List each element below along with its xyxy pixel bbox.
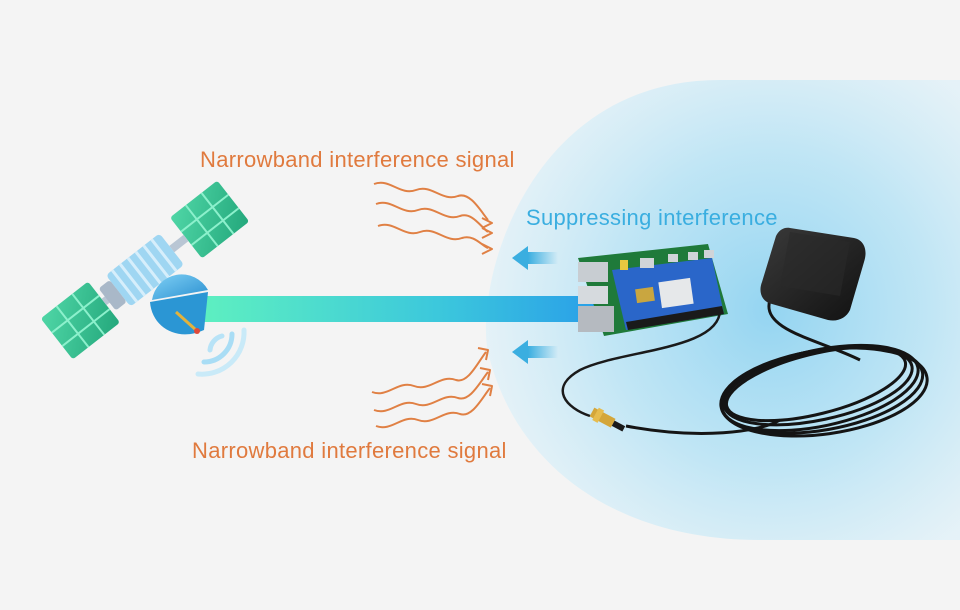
interference-label-top: Narrowband interference signal: [200, 147, 515, 172]
satellite-dish: [150, 274, 208, 335]
interference-label-bottom: Narrowband interference signal: [192, 438, 507, 463]
sma-connector-icon: [589, 407, 626, 432]
radio-waves-icon: [195, 327, 247, 377]
gps-antenna-icon: [760, 227, 866, 321]
board-cable: [561, 309, 722, 418]
suppression-arrow-bottom: [512, 340, 558, 364]
solar-panel-right: [171, 181, 249, 258]
interference-waves-top: [373, 181, 493, 255]
signal-beam: [200, 296, 595, 322]
suppression-label: Suppressing interference: [526, 205, 778, 230]
gps-hat-board: [578, 244, 728, 336]
satellite-icon: [41, 181, 249, 359]
interference-waves-bottom: [371, 347, 493, 429]
cable-coil: [719, 343, 929, 438]
solar-panel-left: [41, 282, 119, 359]
suppression-arrow-top: [512, 246, 558, 270]
